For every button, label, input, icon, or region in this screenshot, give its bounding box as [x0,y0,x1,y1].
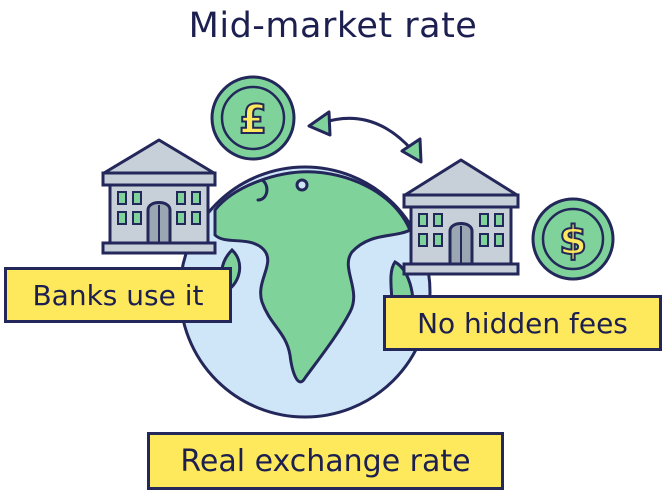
real-exchange-rate-label: Real exchange rate [147,432,504,490]
no-hidden-fees-label: No hidden fees [383,295,662,351]
page-title: Mid-market rate [188,6,478,46]
dollar-coin-icon: $ [531,197,615,281]
exchange-arrows-icon [307,110,423,164]
pound-symbol: £ [239,97,267,143]
dollar-symbol: $ [559,218,587,264]
bank-icon-right [402,158,520,276]
banks-use-it-label: Banks use it [4,267,232,323]
bank-icon-left [101,138,217,255]
pound-coin-icon: £ [210,75,296,161]
